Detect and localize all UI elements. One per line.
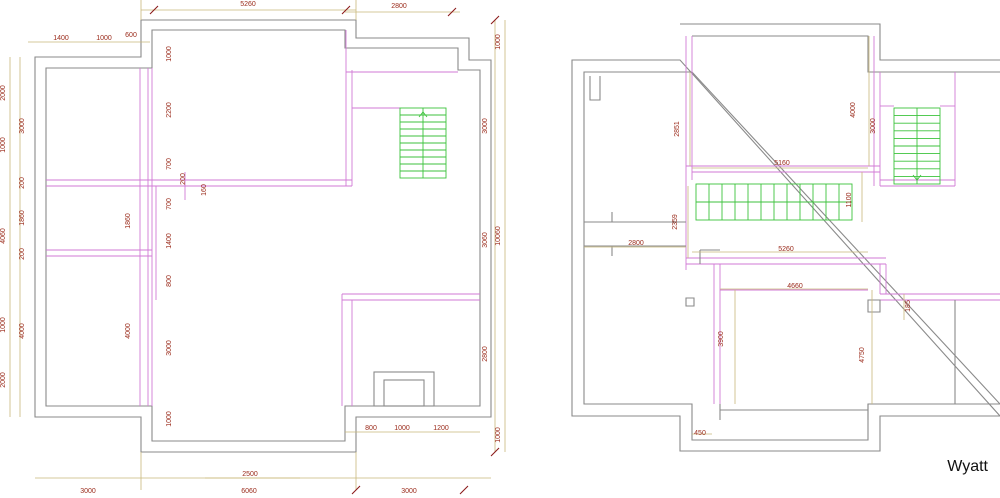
dimension-label: 5260: [778, 246, 794, 253]
dimension-label: 4750: [859, 347, 866, 363]
dimension-label: 3000: [19, 118, 26, 134]
dimension-label: 4000: [19, 323, 26, 339]
dimension-label: 2359: [672, 214, 679, 230]
ground-floor-plan: 5260 2800 1400 1000 600 800 1000 1200 2500 3000 60…: [0, 0, 506, 495]
dimension-label: 200: [19, 248, 26, 260]
dimension-label: 1000: [0, 137, 7, 153]
dimension-label: 1000: [495, 427, 502, 443]
dimension-label: 200: [180, 173, 187, 185]
dimension-label: 4000: [850, 102, 857, 118]
dimension-label: 1000: [96, 35, 112, 42]
dimension-label: 1000: [166, 46, 173, 62]
dimension-label: 1860: [19, 210, 26, 226]
dimension-label: 3000: [80, 488, 96, 495]
dimension-label: 1200: [433, 425, 449, 432]
dimension-label: 1400: [53, 35, 69, 42]
dimension-label: 800: [365, 425, 377, 432]
dimension-label: 3000: [482, 118, 489, 134]
dimension-lines: [584, 36, 905, 435]
dimension-lines: [9, 0, 506, 495]
room-partitions: [46, 30, 480, 406]
staircase-upper: [893, 107, 941, 185]
dimension-label: 1400: [166, 233, 173, 249]
fireplace: [373, 371, 435, 407]
dimension-label: 1100: [846, 192, 853, 207]
dimension-label: 3900: [718, 331, 725, 347]
dimension-label: 6060: [241, 488, 257, 495]
dimension-label: 4660: [787, 283, 803, 290]
dimension-label: 4060: [0, 228, 7, 244]
dimension-label: 2000: [0, 372, 7, 388]
inner-wall: [45, 29, 481, 442]
staircase: [399, 107, 447, 179]
dimension-label: 2800: [482, 346, 489, 362]
dimension-label: 1000: [495, 34, 502, 50]
dimension-label: 2800: [628, 240, 644, 247]
dimension-label: 1000: [0, 317, 7, 333]
dimension-label: 600: [125, 32, 137, 39]
dimension-label: 450: [694, 430, 706, 437]
staircase-lower: [695, 183, 853, 221]
dimension-label: 1000: [394, 425, 410, 432]
dimension-label: 3000: [166, 340, 173, 356]
dimension-label: 2500: [242, 471, 258, 478]
room-partitions: [685, 36, 1000, 404]
dimension-label: 1860: [125, 213, 132, 229]
dimension-label: 5260: [240, 1, 256, 8]
outer-wall: [571, 23, 1000, 452]
dimension-label: 185: [905, 300, 912, 312]
dimension-label: 5160: [774, 160, 790, 167]
dimension-labels: 5260 2800 1400 1000 600 800 1000 1200 2500 3000 60…: [0, 1, 502, 495]
dimension-label: 160: [201, 184, 208, 196]
dimension-label: 3000: [401, 488, 417, 495]
dimension-label: 800: [166, 275, 173, 287]
outer-wall: [34, 19, 492, 453]
dimension-label: 200: [19, 177, 26, 189]
dimension-label: 3060: [482, 232, 489, 248]
dimension-label: 4000: [125, 323, 132, 339]
dimension-label: 1000: [166, 411, 173, 427]
dimension-label: 700: [166, 158, 173, 170]
dimension-label: 2800: [391, 3, 407, 10]
watermark-brand: Wyatt: [947, 458, 988, 475]
dimension-labels: 5160 2800 5260 4660 450 2851 4000 3000 1100 2359 3…: [628, 102, 912, 437]
dimension-label: 3000: [870, 118, 877, 134]
upper-floor-plan: 5160 2800 5260 4660 450 2851 4000 3000 1100 2359 3…: [571, 23, 1000, 452]
dimension-label: 2000: [0, 85, 7, 101]
dimension-label: 2851: [674, 121, 681, 137]
dimension-label: 700: [166, 198, 173, 210]
interior-walls: [584, 76, 956, 420]
dimension-label: 10060: [495, 226, 502, 246]
dimension-label: 2200: [166, 102, 173, 118]
inner-wall: [583, 35, 1000, 441]
